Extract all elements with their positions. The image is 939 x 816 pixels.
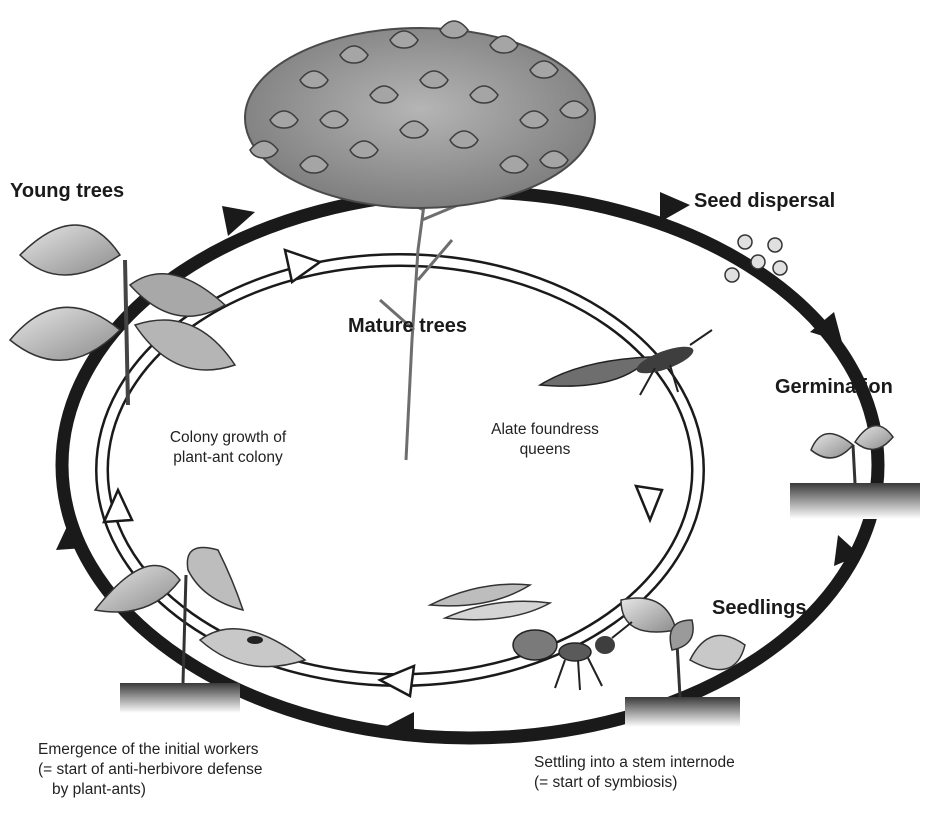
queen-wings (540, 357, 650, 386)
young-tree-leaf (20, 225, 120, 275)
label-emergence-line3: by plant-ants) (38, 780, 358, 800)
dealate-ant-illustration (513, 622, 632, 690)
germination-sprout-illustration (790, 426, 920, 519)
label-colony-growth-line2: plant-ant colony (138, 448, 318, 468)
label-emergence-line1: Emergence of the initial workers (38, 740, 358, 760)
ant-leg (555, 660, 565, 688)
canopy-leaf (440, 21, 468, 38)
ant-gaster (513, 630, 557, 660)
label-germination: Germination (775, 376, 893, 399)
young-tree-leaf (130, 274, 225, 317)
emergence-plant-leaf (187, 548, 243, 611)
inner-arrowhead-bottom (380, 666, 414, 696)
seed (738, 235, 752, 249)
ant-head (595, 636, 615, 654)
seed (773, 261, 787, 275)
seed (725, 268, 739, 282)
sprout-leaf-right (855, 426, 893, 450)
emergence-plant-leaf (200, 629, 305, 667)
seed (768, 238, 782, 252)
seedlings-ground (625, 697, 740, 727)
label-mature-trees: Mature trees (348, 315, 467, 338)
label-alate-queens: Alate foundress queens (455, 420, 635, 460)
label-settling-line2: (= start of symbiosis) (534, 773, 834, 793)
label-alate-queens-line2: queens (455, 440, 635, 460)
emergence-ground (120, 683, 240, 713)
seed (751, 255, 765, 269)
ant-leg (578, 660, 580, 690)
label-colony-growth-line1: Colony growth of (138, 428, 318, 448)
seedling-leaf (621, 598, 676, 632)
label-emergence-line2: (= start of anti-herbivore defense (38, 760, 358, 780)
label-seedlings: Seedlings (712, 597, 806, 620)
label-settling-line1: Settling into a stem internode (534, 753, 834, 773)
mature-tree-illustration (245, 21, 595, 460)
label-alate-queens-line1: Alate foundress (455, 420, 635, 440)
label-seed-dispersal: Seed dispersal (694, 190, 835, 213)
sprout-leaf-left (811, 434, 853, 458)
germination-ground (790, 483, 920, 519)
ant-thorax (559, 643, 591, 661)
label-emergence: Emergence of the initial workers (= star… (38, 740, 358, 800)
ant-antenna (612, 622, 632, 638)
label-young-trees: Young trees (10, 180, 124, 203)
inner-arrowhead-right (636, 486, 662, 520)
label-colony-growth: Colony growth of plant-ant colony (138, 428, 318, 468)
sprout-stem (853, 445, 855, 483)
worker-ant (247, 636, 263, 644)
shed-wings-illustration (430, 584, 550, 620)
ant-leg (588, 658, 602, 686)
label-settling: Settling into a stem internode (= start … (534, 753, 834, 793)
outer-arrowhead-top-right (660, 192, 690, 222)
queen-antenna (690, 330, 712, 345)
